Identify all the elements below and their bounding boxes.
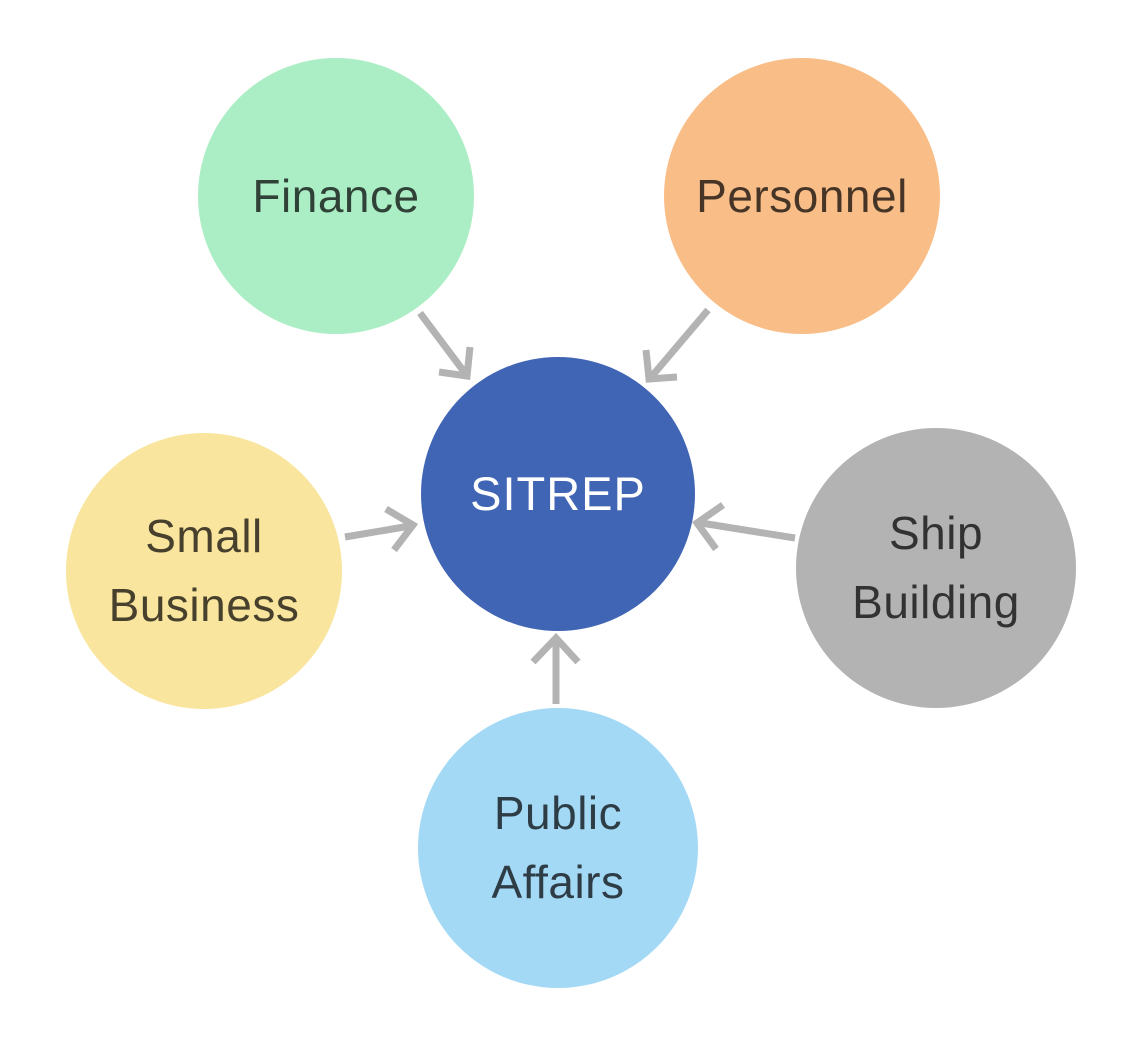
node-ship-building: Ship Building xyxy=(796,428,1076,708)
arrow-ship-building-to-center xyxy=(692,502,796,552)
arrow-head-icon xyxy=(642,349,678,383)
arrow-personnel-to-center xyxy=(642,307,711,383)
node-center-sitrep: SITREP xyxy=(421,357,695,631)
center-sitrep-label: SITREP xyxy=(470,466,646,520)
node-ship-building-label: Ship Building xyxy=(852,507,1020,628)
node-public-affairs: Public Affairs xyxy=(418,708,698,988)
node-personnel: Personnel xyxy=(664,58,940,334)
arrow-head-icon xyxy=(438,346,474,380)
arrow-shaft xyxy=(344,522,411,541)
arrow-head-icon xyxy=(530,632,581,665)
arrow-shaft xyxy=(417,310,468,376)
arrow-head-icon xyxy=(692,502,725,552)
arrow-shaft xyxy=(700,519,796,542)
arrow-finance-to-center xyxy=(417,310,474,380)
node-finance-label: Finance xyxy=(252,169,420,222)
arrow-public-affairs-to-center xyxy=(530,632,581,704)
arrow-head-icon xyxy=(384,505,419,553)
node-finance: Finance xyxy=(198,58,474,334)
arrow-shaft xyxy=(649,307,711,379)
node-public-affairs-label: Public Affairs xyxy=(491,787,625,908)
node-small-business: Small Business xyxy=(66,433,342,709)
node-small-business-label: Small Business xyxy=(108,510,300,631)
arrow-small-business-to-center xyxy=(344,505,419,553)
node-personnel-label: Personnel xyxy=(696,169,908,222)
